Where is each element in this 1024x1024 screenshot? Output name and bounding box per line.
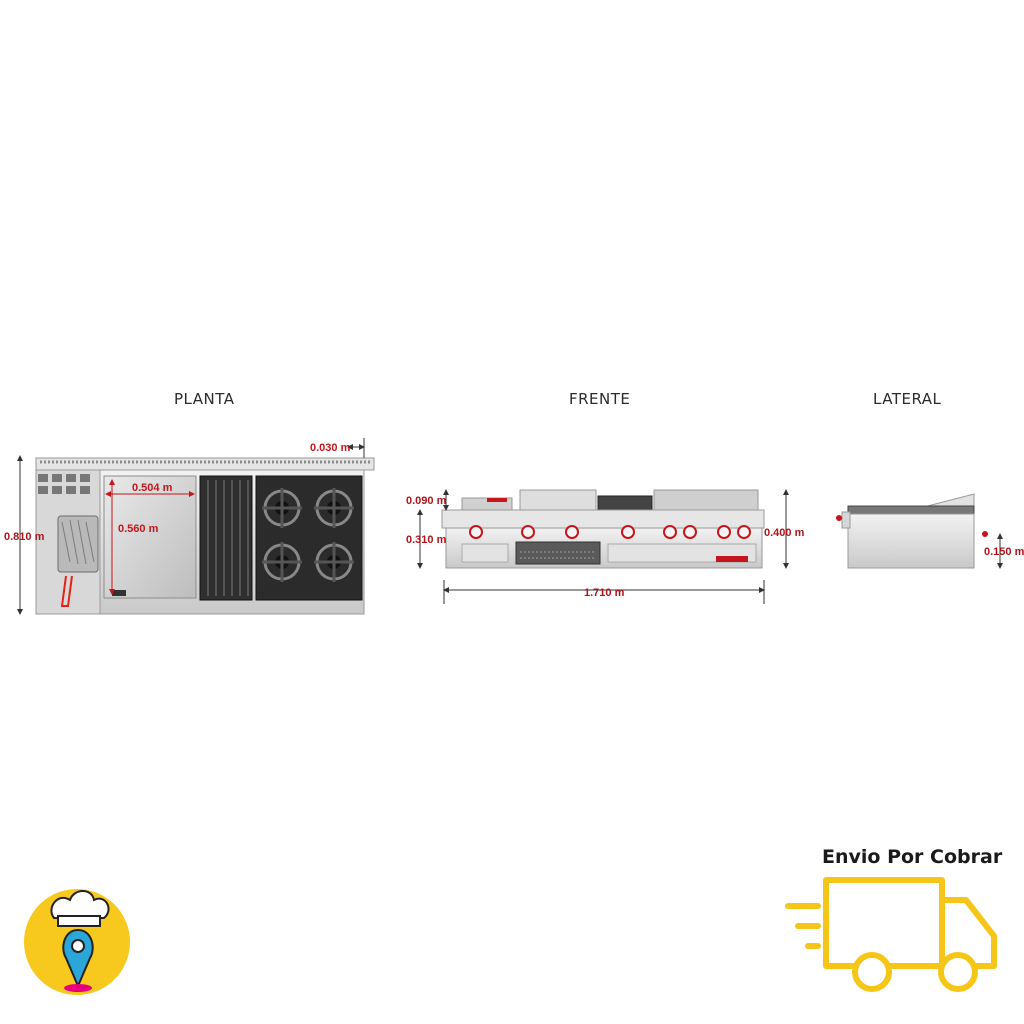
dimension-griddle-depth: 0.560 m [118,523,159,535]
side-body [847,513,975,569]
side-leg-marker [982,531,988,537]
grill-profile [597,495,653,511]
side-knob [841,511,851,529]
backsplash [35,457,375,471]
grease-drain [112,590,126,596]
view-title-lateral: LATERAL [873,390,942,408]
dimension-lateral-leg: 0.150 m [984,546,1024,558]
griddle-backsplash [519,489,597,511]
dimension-frente-body: 0.310 m [406,534,447,546]
lateral-view: 0.150 m [836,493,1024,569]
control-knobs-top [38,474,90,494]
broiler-opening [515,541,601,565]
dimension-backsplash: 0.030 m [310,442,351,454]
dimension-griddle-width: 0.504 m [132,482,173,494]
dimension-frente-height: 0.400 m [764,527,805,539]
grill-bars [207,480,249,596]
delivery-truck-icon [785,877,997,992]
frente-view: 0.090 m 0.310 m 0.400 m 1.710 m [406,489,805,604]
burner [314,488,354,528]
burner [314,542,354,582]
dimension-planta-depth: 0.810 m [4,531,45,543]
planta-view: 0.810 m 0.504 m 0.560 m 0.030 m [4,438,375,615]
control-knobs [469,525,751,539]
burner [262,488,302,528]
brand-plate [716,556,748,562]
chef-hat-location-pin-icon [24,889,130,995]
side-grates [847,505,975,515]
burner-grates [255,475,363,601]
shipping-label: Envio Por Cobrar [822,846,1003,868]
burner-grates-profile [653,489,759,511]
burner [262,542,302,582]
fryer-handle [60,575,73,607]
front-panel-left [461,543,509,563]
view-title-planta: PLANTA [174,390,235,408]
front-rail [441,509,765,529]
dimension-frente-top: 0.090 m [406,495,447,507]
view-title-frente: FRENTE [569,390,631,408]
dimension-frente-width: 1.710 m [584,587,625,599]
